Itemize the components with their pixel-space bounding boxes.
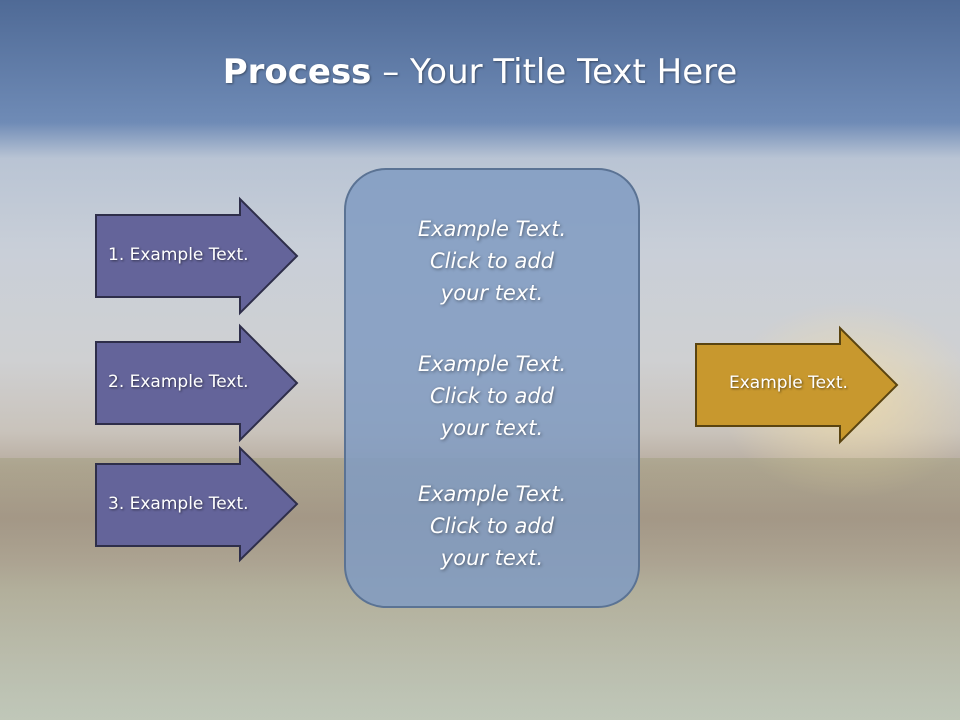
step-arrow-2[interactable] bbox=[95, 323, 299, 443]
center-text-block-3[interactable]: Example Text. Click to add your text. bbox=[417, 482, 567, 570]
title-rest: – Your Title Text Here bbox=[371, 52, 738, 92]
output-label: Example Text. bbox=[729, 373, 848, 393]
step-label-1: 1. Example Text. bbox=[108, 245, 249, 265]
output-arrow[interactable] bbox=[695, 325, 899, 445]
title-bold: Process bbox=[222, 52, 372, 92]
slide-title[interactable]: Process – Your Title Text Here bbox=[0, 52, 960, 92]
center-text-block-1[interactable]: Example Text. Click to add your text. bbox=[417, 217, 567, 305]
step-label-2: 2. Example Text. bbox=[108, 372, 249, 392]
center-text-block-2[interactable]: Example Text. Click to add your text. bbox=[417, 352, 567, 440]
step-arrow-3[interactable] bbox=[95, 445, 299, 563]
step-label-3: 3. Example Text. bbox=[108, 494, 249, 514]
center-text-box[interactable] bbox=[344, 168, 640, 608]
step-arrow-1[interactable] bbox=[95, 196, 299, 316]
